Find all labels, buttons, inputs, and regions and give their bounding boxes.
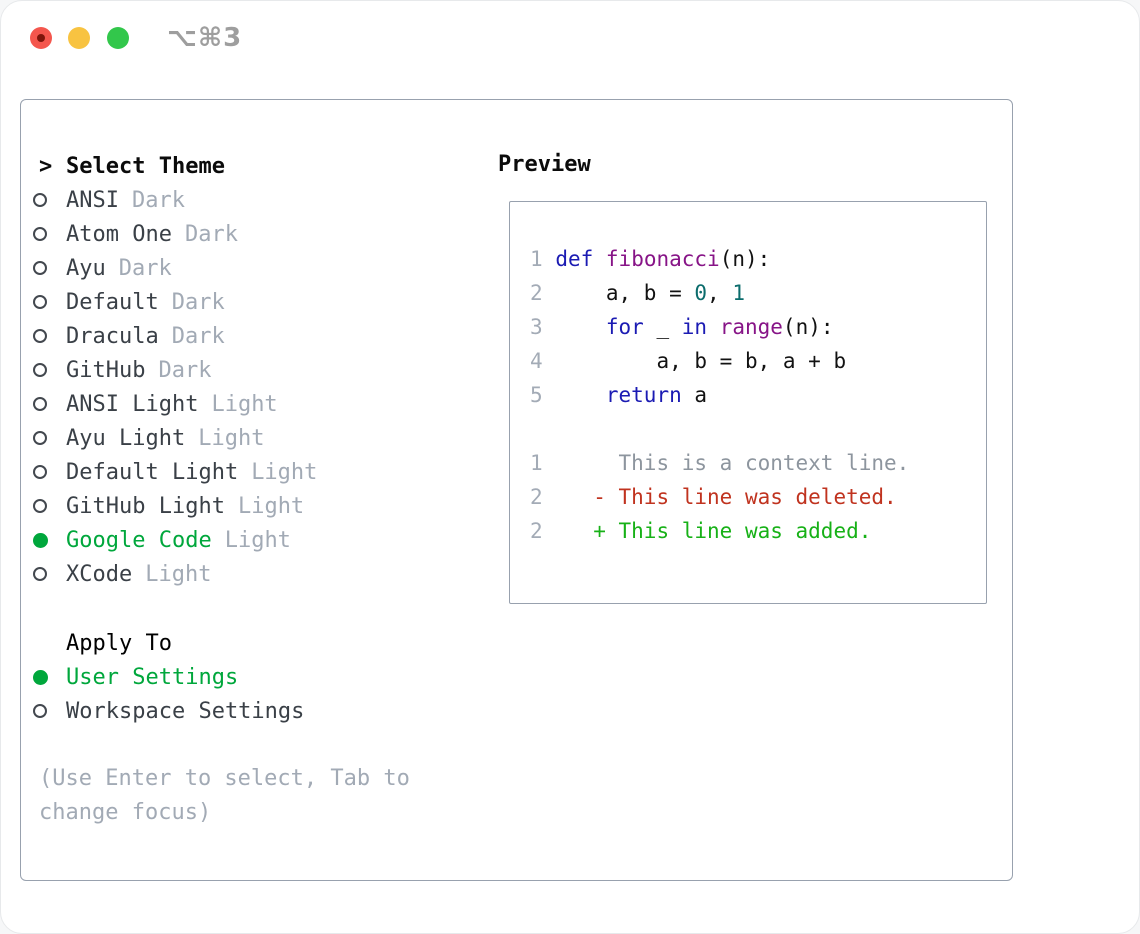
radio-icon: [33, 431, 47, 445]
window-title: ⌥⌘3: [167, 23, 243, 53]
theme-option-xcode-light[interactable]: XCode Light: [31, 557, 317, 591]
theme-option-ansi-light[interactable]: ANSI Light Light: [31, 387, 317, 421]
diff-added-line: 2 + This line was added.: [530, 519, 872, 543]
theme-list: > Select Theme ANSI Dark Atom One Dark A…: [31, 149, 317, 591]
radio-selected-icon: [33, 532, 48, 548]
code-line: 3 for _ in range(n):: [530, 315, 834, 339]
theme-name: Ayu Light: [66, 425, 186, 451]
focus-prompt-icon: >: [39, 153, 53, 179]
diff-deleted-line: 2 - This line was deleted.: [530, 485, 897, 509]
theme-name: Atom One: [66, 221, 172, 247]
apply-to-title: Apply To: [66, 630, 172, 656]
apply-option-workspace-settings[interactable]: Workspace Settings: [31, 694, 304, 728]
theme-option-ansi-dark[interactable]: ANSI Dark: [31, 183, 317, 217]
code-line: 2 a, b = 0, 1: [530, 281, 745, 305]
theme-name: ANSI Light: [66, 391, 199, 417]
apply-to-section: Apply To User Settings Workspace Setting…: [31, 626, 304, 728]
radio-icon: [33, 193, 47, 207]
theme-variant: Light: [251, 459, 318, 485]
minimize-button[interactable]: [68, 27, 90, 49]
theme-option-google-code-light[interactable]: Google Code Light: [31, 523, 317, 557]
preview-pane: 1 def fibonacci(n): 2 a, b = 0, 1 3 for …: [509, 201, 987, 604]
hint-text: (Use Enter to select, Tab to change focu…: [39, 762, 410, 830]
select-theme-header: > Select Theme: [31, 149, 317, 183]
theme-option-default-dark[interactable]: Default Dark: [31, 285, 317, 319]
radio-icon: [33, 465, 47, 479]
theme-option-ayu-dark[interactable]: Ayu Dark: [31, 251, 317, 285]
radio-icon: [33, 704, 47, 718]
theme-option-default-light[interactable]: Default Light Light: [31, 455, 317, 489]
apply-to-header: Apply To: [31, 626, 304, 660]
title-bar: ⌥⌘3: [1, 1, 1139, 73]
radio-icon: [33, 295, 47, 309]
code-preview: 1 def fibonacci(n): 2 a, b = 0, 1 3 for …: [510, 202, 986, 548]
theme-option-github-light[interactable]: GitHub Light Light: [31, 489, 317, 523]
hint-line-1: (Use Enter to select, Tab to: [39, 766, 410, 791]
theme-variant: Dark: [131, 187, 185, 213]
theme-variant: Dark: [171, 289, 225, 315]
theme-variant: Light: [224, 527, 291, 553]
theme-variant: Dark: [118, 255, 172, 281]
diff-context-line: 1 This is a context line.: [530, 451, 910, 475]
theme-name: ANSI: [66, 187, 119, 213]
theme-name: Google Code: [66, 527, 212, 553]
radio-icon: [33, 363, 47, 377]
apply-option-label: Workspace Settings: [66, 698, 305, 724]
code-line: 4 a, b = b, a + b: [530, 349, 847, 373]
theme-variant: Dark: [171, 323, 225, 349]
theme-variant: Light: [211, 391, 278, 417]
theme-variant: Light: [237, 493, 305, 519]
radio-icon: [33, 261, 47, 275]
theme-name: Default: [66, 289, 159, 315]
theme-variant: Light: [198, 425, 265, 451]
radio-icon: [33, 227, 47, 241]
theme-variant: Light: [145, 561, 212, 587]
theme-option-ayu-light[interactable]: Ayu Light Light: [31, 421, 317, 455]
radio-icon: [33, 567, 47, 581]
radio-selected-icon: [33, 669, 48, 685]
theme-name: Ayu: [66, 255, 106, 281]
radio-icon: [33, 329, 47, 343]
theme-option-atom-one-dark[interactable]: Atom One Dark: [31, 217, 317, 251]
code-line: 1 def fibonacci(n):: [530, 247, 771, 271]
zoom-button[interactable]: [107, 27, 129, 49]
theme-name: GitHub: [66, 357, 146, 383]
hint-line-2: change focus): [39, 800, 212, 825]
theme-option-dracula-dark[interactable]: Dracula Dark: [31, 319, 317, 353]
theme-variant: Dark: [158, 357, 212, 383]
theme-option-github-dark[interactable]: GitHub Dark: [31, 353, 317, 387]
radio-icon: [33, 397, 47, 411]
theme-name: GitHub Light: [66, 493, 225, 519]
theme-name: Dracula: [66, 323, 159, 349]
apply-option-user-settings[interactable]: User Settings: [31, 660, 304, 694]
theme-name: XCode: [66, 561, 133, 587]
preview-title: Preview: [498, 152, 591, 177]
apply-option-label: User Settings: [66, 664, 239, 690]
theme-name: Default Light: [66, 459, 239, 485]
code-line: 5 return a: [530, 383, 708, 407]
theme-variant: Dark: [184, 221, 238, 247]
close-button[interactable]: [30, 27, 52, 49]
select-theme-title: Select Theme: [66, 153, 225, 179]
radio-icon: [33, 499, 47, 513]
